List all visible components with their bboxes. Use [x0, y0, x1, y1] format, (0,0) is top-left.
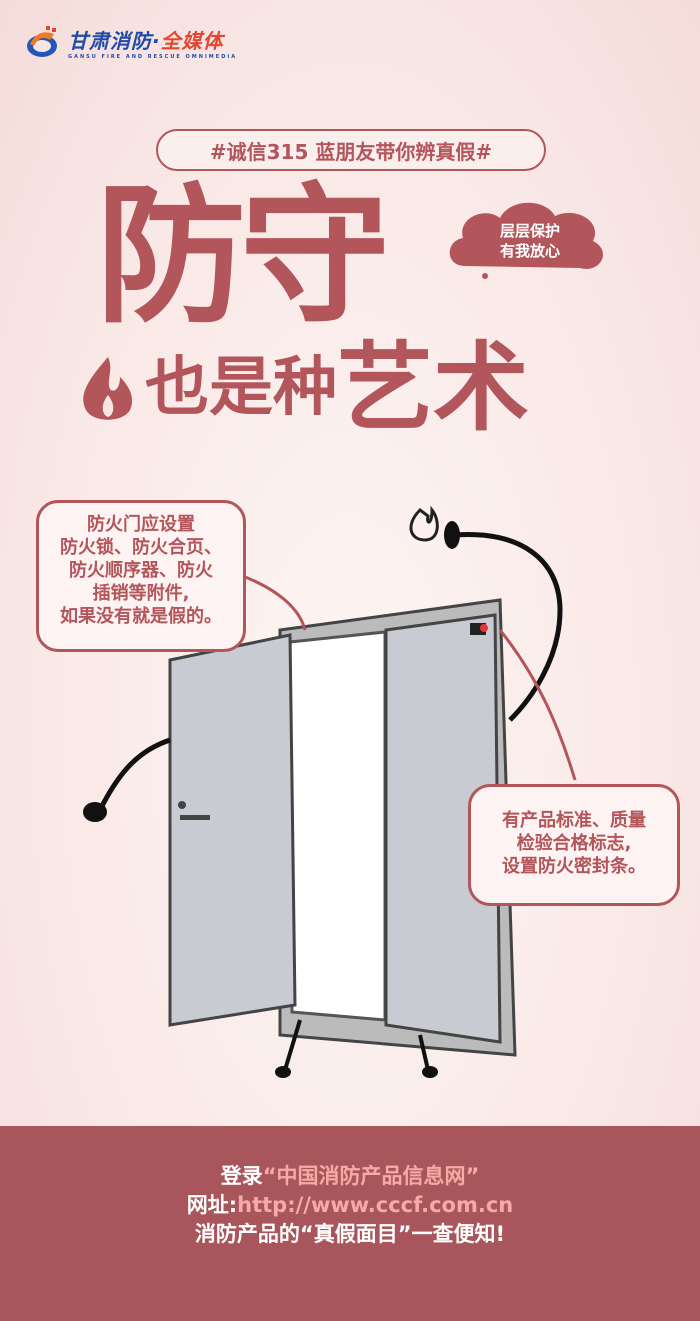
title-line1: 防守	[96, 170, 390, 344]
cloud-text: 层层保护有我放心	[499, 222, 560, 260]
callout-fire-door-hardware: 防火门应设置防火锁、防火合页、防火顺序器、防火插销等附件,如果没有就是假的。	[36, 500, 246, 652]
callout-quality-marks: 有产品标准、质量检验合格标志,设置防火密封条。	[468, 784, 680, 906]
logo-text: 甘肃消防·全媒体	[68, 28, 224, 53]
logo-icon	[27, 26, 57, 57]
title-line2: 也是种艺术	[145, 332, 529, 444]
cloud-shape	[449, 202, 603, 279]
logo-subtitle: GANSU FIRE AND RESCUE OMNIMEDIA	[68, 53, 238, 60]
footer-line3: 消防产品的“真假面目”一查便知!	[194, 1222, 506, 1246]
logo: 甘肃消防·全媒体 GANSU FIRE AND RESCUE OMNIMEDIA	[24, 24, 237, 60]
footer-banner: 登录“中国消防产品信息网” 网址:http://www.cccf.com.cn …	[0, 1126, 700, 1321]
fire-door-illustration	[83, 505, 577, 1078]
flame-icon	[83, 357, 133, 420]
footer-line2: 网址:http://www.cccf.com.cn	[186, 1193, 514, 1217]
website-link[interactable]: http://www.cccf.com.cn	[237, 1193, 514, 1217]
hashtag-banner: #诚信315 蓝朋友带你辨真假#	[156, 129, 546, 171]
footer-line1: 登录“中国消防产品信息网”	[220, 1164, 480, 1188]
